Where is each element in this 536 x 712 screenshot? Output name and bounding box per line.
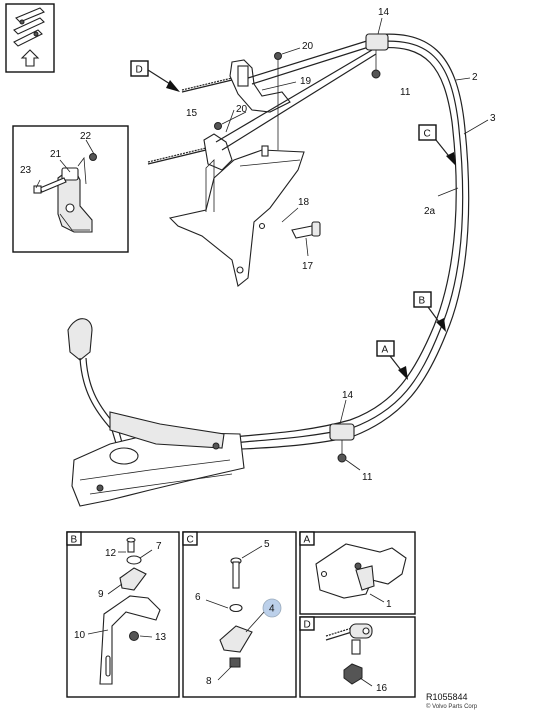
svg-text:D: D — [304, 620, 311, 631]
marker-B: B — [413, 291, 446, 332]
callout-20-mid: 20 — [236, 104, 248, 115]
detail-C-callout-5: 5 — [264, 539, 270, 550]
callout-14-bottom: 14 — [342, 390, 354, 401]
callout-2a: 2a — [424, 206, 436, 217]
drawing-reference: R1055844 — [426, 692, 468, 702]
svg-text:A: A — [304, 535, 311, 546]
detail-B-callout-12: 12 — [105, 548, 117, 559]
callout-20-top: 20 — [302, 41, 314, 52]
marker-C: C — [418, 124, 456, 166]
marker-D: D — [130, 60, 180, 92]
gear-selector-housing — [67, 318, 245, 507]
svg-text:D: D — [136, 65, 143, 76]
svg-text:B: B — [71, 535, 78, 546]
cable-clamp-lower — [329, 423, 355, 441]
detail-B-callout-7: 7 — [156, 541, 162, 552]
inset-handle-bracket — [12, 125, 129, 253]
svg-text:C: C — [424, 129, 431, 140]
svg-text:B: B — [419, 296, 426, 307]
svg-text:A: A — [382, 345, 389, 356]
callout-23: 23 — [20, 165, 32, 176]
detail-box-C: C 5 6 4 8 — [182, 531, 297, 698]
callout-14-top: 14 — [378, 7, 390, 18]
detail-C-callout-4: 4 — [269, 604, 275, 615]
callout-11-top: 11 — [400, 87, 411, 98]
car-orientation-icon — [13, 7, 45, 47]
diagram-footer: R1055844 © Volvo Parts Corp — [426, 692, 478, 710]
detail-B-callout-13: 13 — [155, 632, 167, 643]
leader-lines — [35, 17, 489, 471]
svg-text:C: C — [187, 535, 194, 546]
callout-11-bottom: 11 — [362, 472, 373, 483]
detail-box-B: B 12 7 9 10 13 — [66, 531, 180, 698]
callout-2: 2 — [472, 72, 478, 83]
callout-numbers: 14 20 19 2 11 3 15 20 2a 18 17 14 11 22 … — [20, 7, 496, 483]
callout-17: 17 — [302, 261, 314, 272]
detail-C-callout-8: 8 — [206, 676, 212, 687]
callout-3: 3 — [490, 113, 496, 124]
lower-cable-bracket — [147, 49, 377, 287]
detail-B-callout-9: 9 — [98, 589, 104, 600]
detail-box-D: D 16 — [299, 616, 416, 698]
detail-D-callout-16: 16 — [376, 683, 388, 694]
callout-15: 15 — [186, 108, 198, 119]
detail-C-callout-6: 6 — [195, 592, 201, 603]
cable-routing — [225, 33, 470, 463]
callout-18: 18 — [298, 197, 310, 208]
upper-cable-bracket — [181, 39, 373, 150]
cable-clamp-upper — [365, 33, 389, 51]
marker-A: A — [376, 340, 408, 380]
detail-box-A: A 1 — [299, 531, 416, 615]
callout-22: 22 — [80, 131, 92, 142]
forward-arrow-icon — [20, 49, 40, 67]
orientation-thumbnail — [5, 3, 55, 73]
callout-19: 19 — [300, 76, 312, 87]
copyright-notice: © Volvo Parts Corp — [426, 703, 478, 710]
callout-21: 21 — [50, 149, 62, 160]
detail-C-highlight-4 — [262, 598, 282, 618]
detail-A-callout-1: 1 — [386, 599, 392, 610]
detail-B-callout-10: 10 — [74, 630, 86, 641]
